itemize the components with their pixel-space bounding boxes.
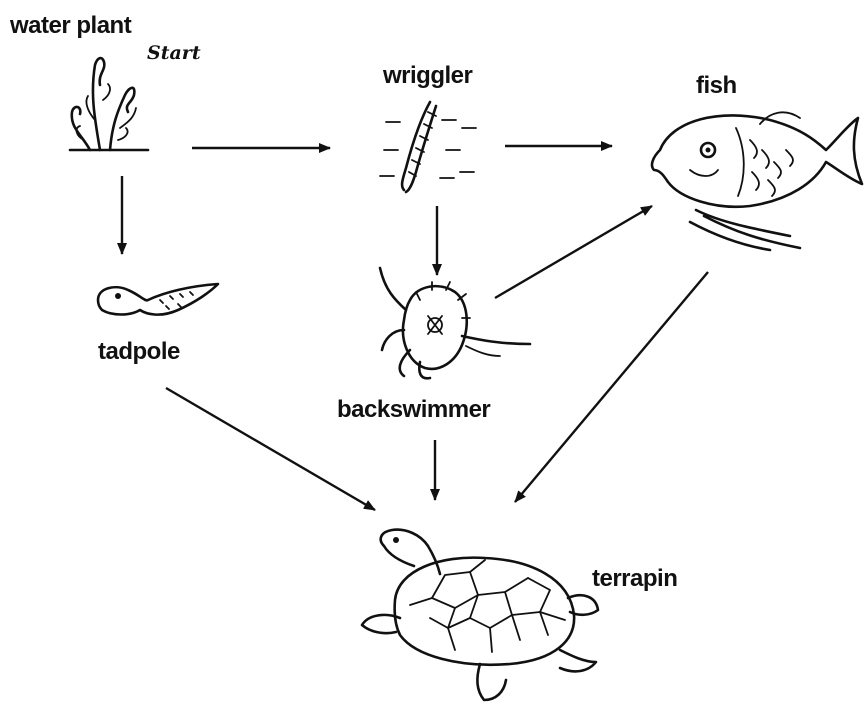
water-plant-label: water plant [10,12,131,40]
tadpole-icon [98,284,218,315]
terrapin-icon [362,530,598,700]
backswimmer-label: backswimmer [337,396,490,424]
arrow-fish-to-terrapin [515,272,708,502]
fish-label: fish [696,72,737,100]
backswimmer-icon [380,268,530,378]
terrapin-label: terrapin [592,565,677,593]
start-note: Start [147,42,201,64]
water-plant-icon [70,58,148,150]
fish-icon [652,112,862,250]
wriggler-icon [380,102,476,192]
wriggler-label: wriggler [383,62,472,90]
tadpole-label: tadpole [98,338,180,366]
arrow-backswimmer-to-fish [495,206,652,298]
